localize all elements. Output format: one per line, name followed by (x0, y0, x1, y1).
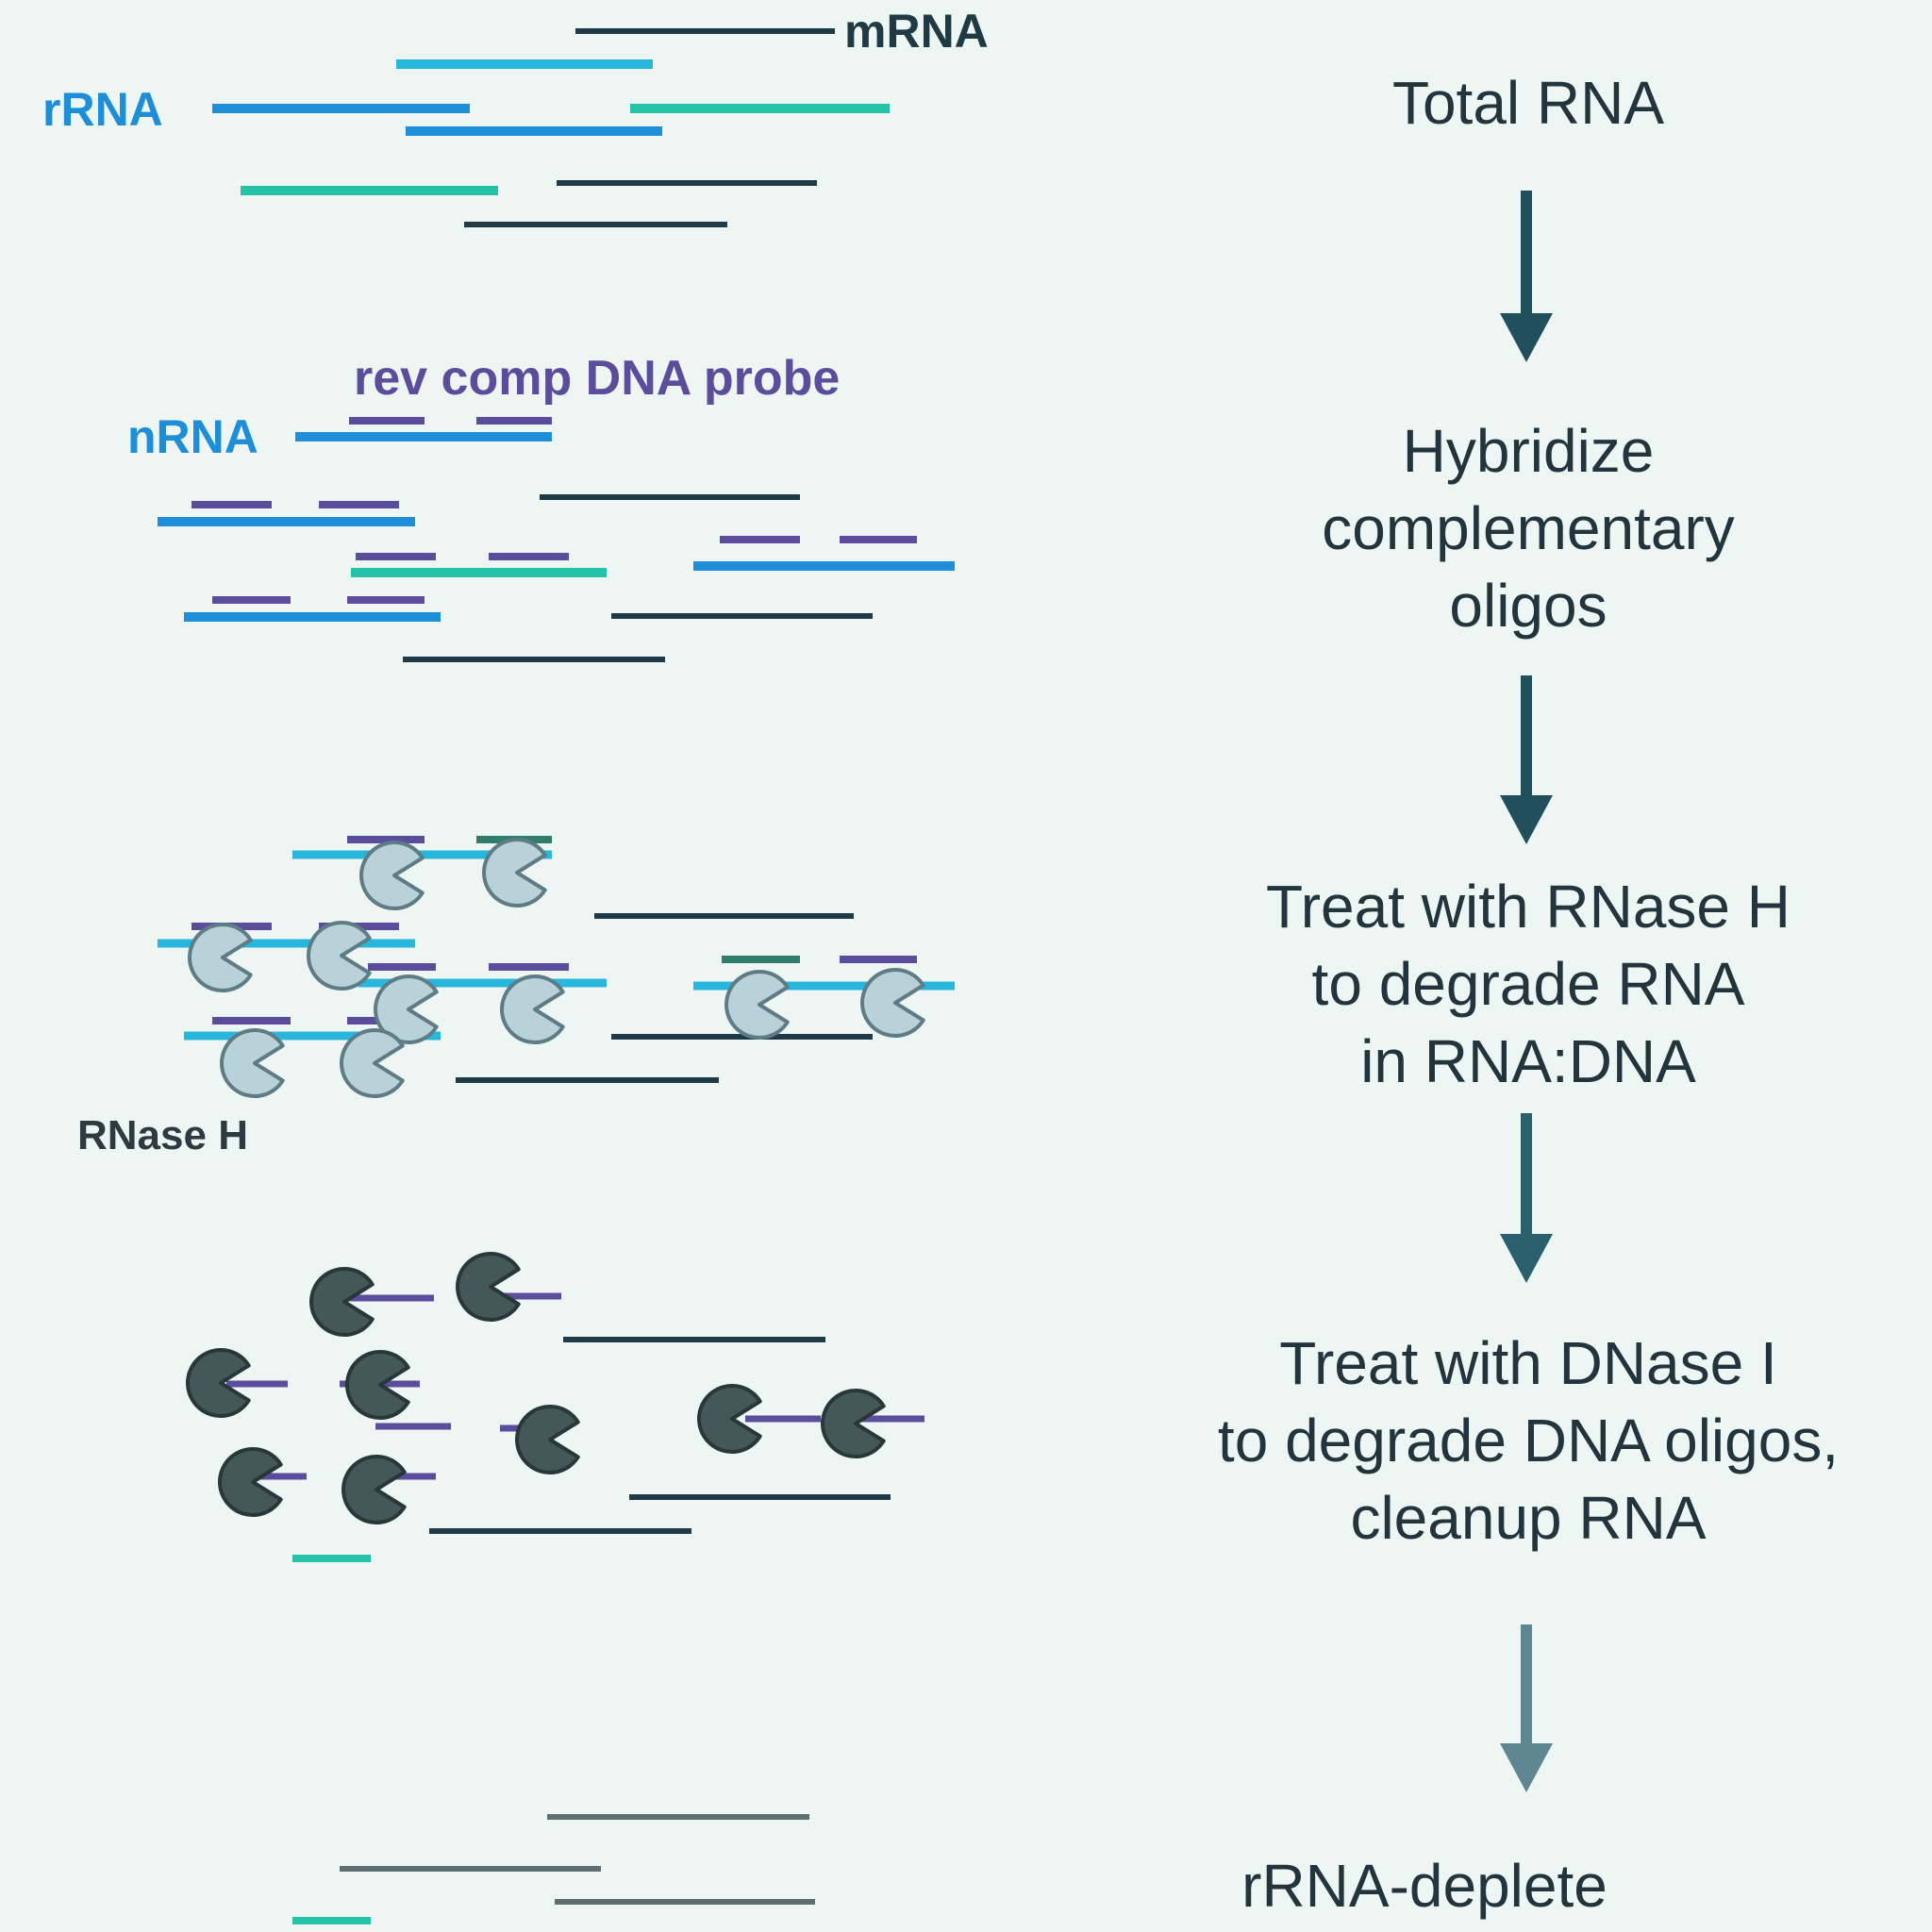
down-arrow-icon (1500, 675, 1553, 844)
rnase-h-icon (500, 974, 565, 1044)
rnase-h-icon (374, 974, 439, 1044)
step-total-rna: Total RNA (1170, 64, 1887, 142)
down-arrow-icon (1500, 1624, 1553, 1792)
rnase-h-icon (482, 838, 547, 908)
rnase-h-icon (724, 970, 790, 1040)
rnase-h-icon (340, 1028, 405, 1098)
dnase-i-icon (186, 1348, 251, 1418)
flow-arrows (1500, 191, 1553, 1792)
rnase-h-icon (860, 968, 925, 1038)
step-line: Treat with RNase H (1266, 873, 1790, 941)
step-line: to degrade RNA (1311, 950, 1745, 1018)
dnase-i-icon (218, 1447, 283, 1517)
panel-hybridize: rev comp DNA probe nRNA (127, 351, 955, 662)
dnase-i-icon (345, 1350, 410, 1420)
step-dnase-i: Treat with DNase I to degrade DNA oligos… (1170, 1324, 1887, 1557)
rnase-h-label: RNase H (77, 1112, 248, 1158)
step-hybridize: Hybridize complementary oligos (1170, 412, 1887, 644)
dnase-i-icon (341, 1455, 407, 1524)
nrna-label: nRNA (127, 410, 258, 463)
dnase-i-icon (697, 1384, 762, 1454)
dnase-i-icon (309, 1267, 375, 1337)
panel-depleted (292, 1814, 815, 1924)
step-line: oligos (1449, 572, 1607, 640)
rnase-h-icon (220, 1028, 285, 1098)
step-line: Hybridize (1402, 417, 1655, 485)
dnase-i-icon (515, 1405, 580, 1474)
down-arrow-icon (1500, 191, 1553, 362)
step-line: cleanup RNA (1350, 1484, 1707, 1552)
step-line: to degrade DNA oligos, (1217, 1407, 1840, 1474)
step-line: complementary (1322, 494, 1735, 562)
step-line: rRNA-deplete (1241, 1852, 1607, 1920)
dnase-i-icon (456, 1252, 521, 1322)
rnase-h-icon (307, 921, 372, 991)
down-arrow-icon (1500, 1113, 1553, 1283)
step-line: Total RNA (1391, 69, 1665, 137)
panel-total-rna: mRNA rRNA (42, 5, 989, 227)
step-line: Treat with DNase I (1279, 1329, 1777, 1397)
panel-rnase-h: RNase H (77, 836, 955, 1158)
rnase-h-icon (188, 923, 253, 992)
rnase-h-icon (359, 841, 425, 910)
step-rnase-h: Treat with RNase H to degrade RNA in RNA… (1170, 868, 1887, 1100)
dnase-i-icon (821, 1389, 886, 1458)
step-result: rRNA-deplete (1066, 1847, 1783, 1924)
panel-dnase-i (186, 1252, 924, 1562)
step-line: in RNA:DNA (1360, 1027, 1696, 1095)
rrna-label: rRNA (42, 83, 163, 136)
mrna-label: mRNA (844, 5, 989, 58)
probe-label: rev comp DNA probe (354, 351, 840, 406)
